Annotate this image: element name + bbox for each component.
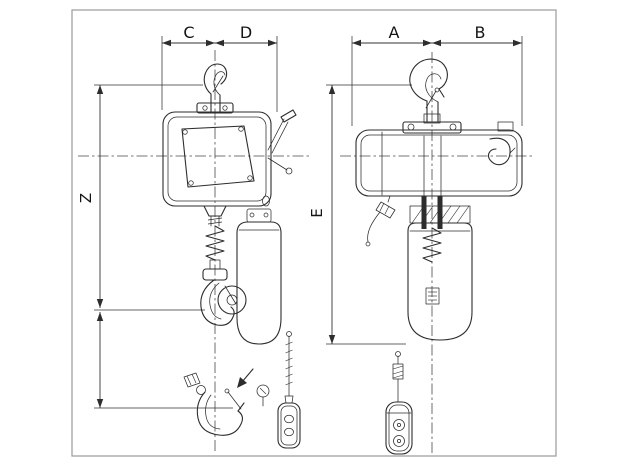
side-power-cable: [365, 195, 396, 247]
side-top-hook: [409, 58, 448, 123]
dim-label-d: D: [240, 23, 252, 42]
front-hook-raised: [200, 259, 247, 326]
front-limit-lever: [267, 109, 297, 175]
front-hook-lowered: [183, 368, 270, 436]
side-spring: [422, 227, 442, 263]
side-suspension: [402, 113, 462, 134]
side-dimension-ab: A B: [351, 23, 523, 126]
side-centerlines: [340, 52, 534, 454]
pendant-button-up: [393, 419, 405, 431]
travel-arrow-icon: [237, 377, 247, 388]
side-view: A B E: [308, 23, 534, 455]
pendant-button-down: [393, 435, 405, 447]
dim-label-b: B: [475, 23, 486, 42]
side-chain-container: [407, 222, 473, 341]
front-suspension: [196, 102, 234, 114]
dim-label-c: C: [183, 23, 194, 42]
front-pendant-control: [277, 331, 301, 449]
side-chain: [421, 196, 443, 229]
pendant-button-down: [284, 427, 294, 437]
front-chain-spring: [205, 215, 225, 261]
front-chain-container: [236, 195, 282, 345]
pendant-button-up: [284, 414, 294, 424]
front-top-hook: [203, 63, 228, 114]
front-dimension-z: Z: [77, 84, 233, 409]
front-dimension-cd: C D: [161, 23, 278, 112]
side-pendant-control: [385, 351, 413, 455]
side-dimension-e: E: [308, 84, 412, 345]
drawing-border: [71, 9, 557, 457]
front-view: C D Z: [77, 23, 312, 454]
container-label-plate: [425, 287, 440, 305]
dim-label-a: A: [389, 23, 400, 42]
front-hoist-body: [162, 111, 272, 217]
dim-label-e: E: [308, 208, 326, 217]
dim-label-z: Z: [77, 193, 95, 203]
